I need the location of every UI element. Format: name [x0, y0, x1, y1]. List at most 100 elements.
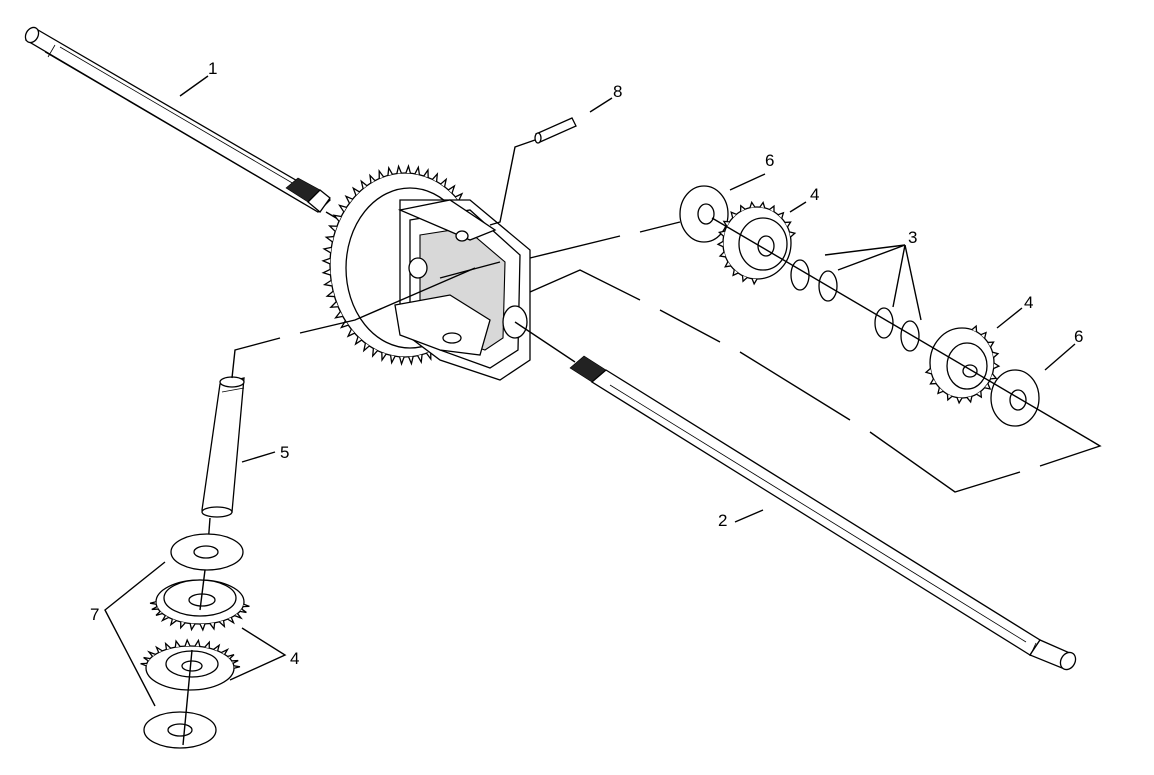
gear-tooth — [966, 396, 973, 404]
side-gear-lower-teeth — [924, 324, 1001, 405]
gear-tooth — [369, 173, 376, 184]
gear-tooth — [325, 290, 335, 298]
gear-tooth — [414, 165, 421, 175]
gear-tooth — [378, 169, 385, 179]
gear-tooth — [151, 606, 159, 611]
gear-tooth — [739, 204, 746, 212]
axle-shaft-right — [514, 321, 1077, 671]
gear-tooth — [371, 348, 379, 358]
gear-tooth — [327, 225, 338, 232]
gear-tooth — [993, 362, 1001, 370]
gear-tooth — [160, 615, 169, 623]
gear-tooth — [218, 620, 226, 629]
gear-tooth — [447, 184, 456, 194]
gear-tooth — [937, 387, 944, 395]
gear-tooth — [718, 251, 726, 258]
gear-tooth — [164, 641, 172, 650]
callout-leaders — [104, 75, 1076, 707]
gear-tooth — [423, 167, 429, 178]
gear-tooth — [213, 643, 221, 652]
gear-tooth — [321, 268, 331, 276]
gear-tooth — [971, 324, 978, 332]
pin-8 — [489, 117, 577, 226]
gear-tooth — [334, 311, 343, 319]
gear-tooth — [751, 278, 758, 286]
gear-tooth — [322, 279, 333, 287]
gear-tooth — [946, 394, 953, 402]
gear-tooth — [769, 204, 775, 212]
gear-tooth — [759, 201, 766, 209]
gear-tooth — [405, 163, 412, 174]
gear-tooth — [204, 640, 210, 649]
gear-tooth — [346, 328, 355, 338]
gear-tooth — [233, 665, 241, 669]
gear-tooth — [140, 662, 148, 667]
gear-tooth — [976, 391, 983, 399]
gear-tooth — [789, 231, 797, 238]
axle-shaft-left — [24, 26, 371, 239]
assembly-centerlines — [231, 221, 1102, 493]
snap-ring-1 — [790, 259, 810, 291]
gear-tooth — [431, 172, 439, 182]
gear-tooth — [180, 621, 186, 630]
gear-tooth — [194, 638, 201, 647]
gear-tooth — [980, 331, 987, 339]
gear-tooth — [777, 211, 785, 219]
gear-tooth — [732, 269, 739, 277]
gear-tooth — [440, 177, 448, 187]
callout-3: 3 — [908, 228, 917, 247]
gear-tooth — [143, 656, 151, 662]
gear-tooth — [227, 654, 235, 660]
snap-ring-4 — [900, 320, 920, 352]
gear-tooth — [408, 356, 414, 366]
gear-tooth — [987, 341, 995, 348]
gear-tooth — [741, 275, 748, 283]
gear-tooth — [984, 383, 992, 390]
callout-4-lower: 4 — [290, 649, 299, 668]
gear-tooth — [425, 351, 432, 361]
gear-tooth — [322, 246, 332, 254]
gear-tooth — [344, 194, 353, 204]
gear-tooth — [338, 204, 347, 213]
gear-tooth — [784, 221, 792, 228]
gear-tooth — [417, 354, 423, 365]
differential-carrier — [321, 163, 531, 381]
gear-tooth — [321, 257, 331, 265]
gear-tooth — [992, 351, 1000, 359]
gear-tooth — [169, 618, 177, 627]
pinion-stack-bottom — [140, 533, 250, 749]
callout-6-lower: 6 — [1074, 327, 1083, 346]
gear-tooth — [324, 235, 334, 243]
gear-tooth — [174, 639, 181, 648]
gear-tooth — [722, 220, 730, 227]
callout-1: 1 — [208, 59, 217, 78]
side-gear-upper-teeth — [716, 200, 797, 286]
gear-tooth — [155, 610, 163, 616]
gear-tooth — [189, 623, 196, 632]
gear-tooth — [724, 261, 731, 268]
gear-tooth — [716, 240, 724, 248]
callout-5: 5 — [280, 443, 289, 462]
gear-tooth — [929, 378, 937, 385]
gear-tooth — [360, 179, 368, 189]
callout-labels: 1 2 3 4 4 4 5 6 6 7 8 — [90, 59, 1083, 668]
gear-tooth — [184, 638, 191, 647]
gear-tooth — [227, 617, 235, 625]
gear-tooth — [990, 373, 998, 380]
gear-tooth — [199, 623, 206, 632]
gear-tooth — [147, 650, 156, 657]
gear-tooth — [389, 355, 396, 365]
gear-tooth — [924, 367, 932, 375]
gear-tooth — [387, 165, 393, 176]
gear-tooth — [209, 622, 216, 631]
callout-4-right: 4 — [1024, 293, 1033, 312]
gear-tooth — [381, 352, 387, 363]
pinion-gear-upper-teeth — [149, 601, 250, 632]
callout-2: 2 — [718, 511, 727, 530]
gear-tooth — [329, 301, 339, 309]
right-gear-stack — [679, 185, 1091, 441]
callout-4-upper: 4 — [810, 185, 819, 204]
gear-tooth — [956, 397, 963, 405]
gear-tooth — [730, 211, 737, 218]
